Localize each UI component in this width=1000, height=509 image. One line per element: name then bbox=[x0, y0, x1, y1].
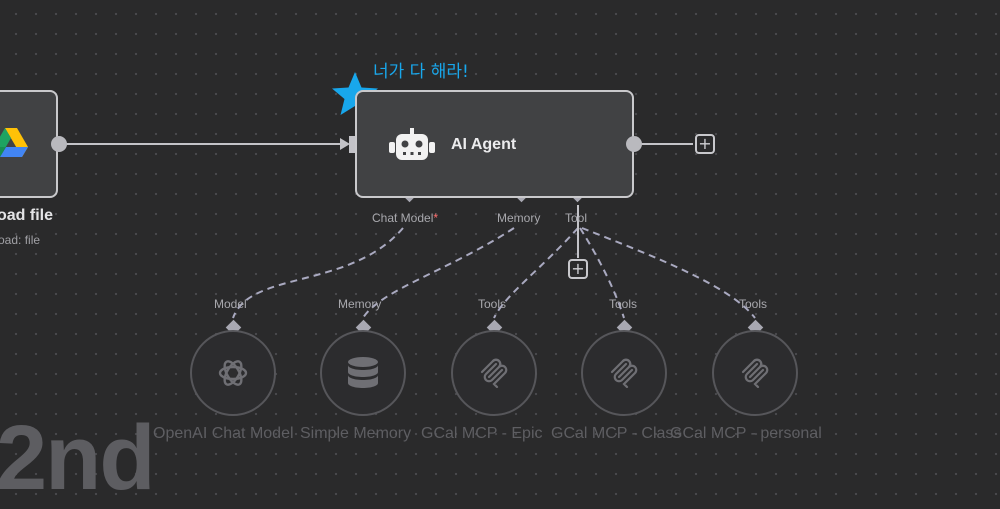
gcal-mcp-personal-node[interactable] bbox=[712, 330, 798, 416]
watermark-text: 2nd bbox=[0, 407, 156, 509]
openai-icon bbox=[218, 360, 248, 386]
sub-port-label-memory: Memory bbox=[338, 297, 382, 311]
robot-icon bbox=[389, 128, 435, 160]
google-drive-icon bbox=[0, 128, 28, 157]
google-drive-node-title: oad file bbox=[0, 207, 54, 224]
sub-port-label-tools-1: Tools bbox=[478, 297, 507, 311]
openai-chat-model-title: OpenAI Chat Model bbox=[153, 425, 294, 442]
gcal-mcp-personal-title: GCal MCP - personal bbox=[670, 425, 822, 442]
port-label-chat-model: Chat Model* bbox=[372, 211, 438, 225]
port-label-chat-model-text: Chat Model bbox=[372, 211, 434, 225]
gcal-mcp-epic-title: GCal MCP - Epic bbox=[421, 425, 543, 442]
google-drive-output-handle[interactable] bbox=[51, 136, 67, 152]
connection-arrow bbox=[340, 138, 350, 150]
ai-agent-title: AI Agent bbox=[451, 136, 517, 153]
sub-connections bbox=[232, 227, 756, 319]
connection-tool-1 bbox=[493, 227, 579, 319]
required-mark: * bbox=[433, 211, 439, 225]
mcp-icon bbox=[741, 358, 769, 388]
agent-input-handle[interactable] bbox=[349, 136, 359, 153]
port-label-memory: Memory bbox=[497, 211, 541, 225]
google-drive-node[interactable] bbox=[0, 90, 58, 198]
sub-port-label-tools-3: Tools bbox=[739, 297, 768, 311]
gcal-mcp-epic-node[interactable] bbox=[451, 330, 537, 416]
mcp-icon bbox=[480, 358, 508, 388]
connection-tool-2 bbox=[579, 227, 625, 319]
port-label-tool: Tool bbox=[565, 211, 588, 225]
connection-memory bbox=[362, 227, 515, 319]
annotation-text: 너가 다 해라! bbox=[373, 62, 469, 82]
gcal-mcp-class-node[interactable] bbox=[581, 330, 667, 416]
ai-agent-node[interactable]: AI Agent bbox=[355, 90, 634, 198]
ai-agent-output-handle[interactable] bbox=[626, 136, 642, 152]
sub-port-label-tools-2: Tools bbox=[609, 297, 638, 311]
mcp-icon bbox=[610, 358, 638, 388]
add-tool-button[interactable]: + bbox=[568, 259, 588, 279]
sub-port-label-model: Model bbox=[214, 297, 247, 311]
gcal-mcp-class-title: GCal MCP - Class bbox=[551, 425, 682, 442]
google-drive-node-subtitle: oad: file bbox=[0, 233, 41, 247]
connection-tool-3 bbox=[581, 227, 756, 319]
simple-memory-node[interactable] bbox=[320, 330, 406, 416]
database-icon bbox=[348, 357, 378, 388]
simple-memory-title: Simple Memory bbox=[300, 425, 412, 442]
openai-chat-model-node[interactable] bbox=[190, 330, 276, 416]
add-next-node-button[interactable]: + bbox=[695, 134, 715, 154]
connection-chat-model bbox=[232, 227, 404, 319]
